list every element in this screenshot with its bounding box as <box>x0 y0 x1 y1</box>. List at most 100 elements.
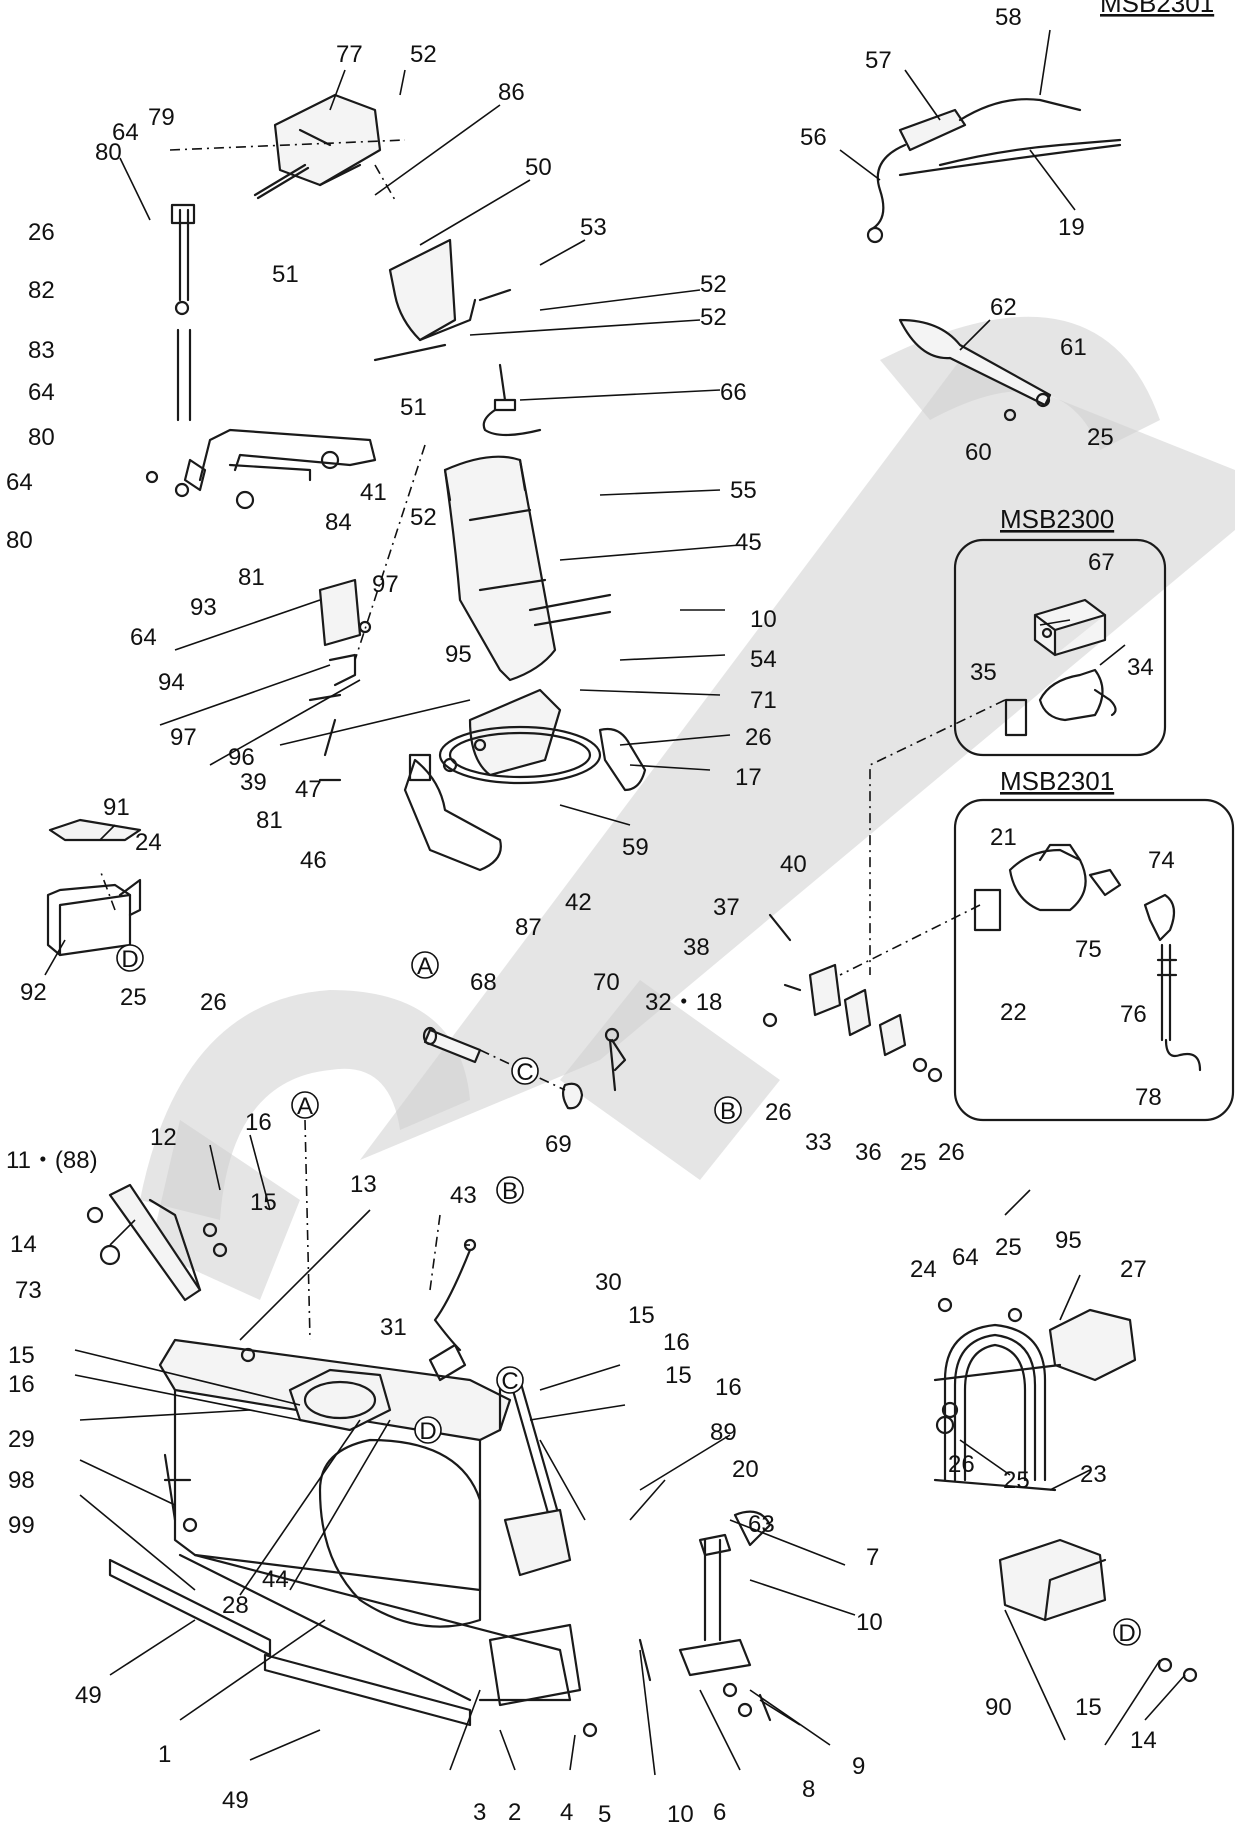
part-label: 92 <box>20 979 47 1006</box>
part-label: 25 <box>1087 424 1114 451</box>
cover-90 <box>998 1538 1198 1683</box>
part-label: 36 <box>855 1139 882 1166</box>
part-label: 49 <box>75 1682 102 1709</box>
part-label: 16 <box>245 1109 272 1136</box>
part-label: 80 <box>28 424 55 451</box>
part-label: 50 <box>525 154 552 181</box>
rod-pin-parts <box>422 1026 627 1110</box>
part-label: 11・(88) <box>6 1147 98 1174</box>
part-label: 94 <box>158 669 185 696</box>
part-label: 91 <box>103 794 130 821</box>
part-label: 10 <box>856 1609 883 1636</box>
part-label: 84 <box>325 509 352 536</box>
part-label: 29 <box>8 1426 35 1453</box>
ref-b-right: B <box>714 1096 742 1125</box>
part-label: 23 <box>1080 1461 1107 1488</box>
part-label: 81 <box>238 564 265 591</box>
part-label: 41 <box>360 479 387 506</box>
connection-lines <box>99 139 1006 1341</box>
svg-text:A: A <box>417 953 433 980</box>
svg-text:D: D <box>121 946 138 973</box>
part-label: 24 <box>910 1256 937 1283</box>
part-label: 16 <box>8 1371 35 1398</box>
part-label: 28 <box>222 1592 249 1619</box>
part-label: 64 <box>6 469 33 496</box>
part-label: 34 <box>1127 654 1154 681</box>
part-label: 15 <box>250 1189 277 1216</box>
part-label: 44 <box>262 1566 289 1593</box>
part-label: 43 <box>450 1182 477 1209</box>
part-label: 59 <box>622 834 649 861</box>
part-label: 15 <box>8 1342 35 1369</box>
part-label: 89 <box>710 1419 737 1446</box>
part-label: 2 <box>508 1799 521 1824</box>
part-label: 37 <box>713 894 740 921</box>
part-label: 56 <box>800 124 827 151</box>
part-label: 26 <box>28 219 55 246</box>
cable-43 <box>433 1238 477 1352</box>
part-label: 38 <box>683 934 710 961</box>
part-label: 26 <box>765 1099 792 1126</box>
ref-c-housing: C <box>496 1366 524 1395</box>
group-title-msb2301: MSB2301 <box>1000 766 1114 796</box>
part-label: 58 <box>995 4 1022 31</box>
part-label: 57 <box>865 47 892 74</box>
part-label: 99 <box>8 1512 35 1539</box>
main-housing <box>158 1338 582 1707</box>
part-label: 26 <box>200 989 227 1016</box>
group-title-msb2300: MSB2300 <box>1000 504 1114 534</box>
part-label: 64 <box>28 379 55 406</box>
skid-plates <box>108 1558 472 1727</box>
deflector-parts <box>373 238 542 437</box>
part-label: 98 <box>8 1467 35 1494</box>
part-label: 5 <box>598 1801 611 1824</box>
part-label: 27 <box>1120 1256 1147 1283</box>
part-label: 12 <box>150 1124 177 1151</box>
part-label: 95 <box>445 641 472 668</box>
part-label: 64 <box>112 119 139 146</box>
part-label: 52 <box>700 304 727 331</box>
ref-a-upper: A <box>411 951 439 980</box>
part-label: 14 <box>10 1231 37 1258</box>
part-label: 25 <box>995 1234 1022 1261</box>
part-label: 64 <box>952 1244 979 1271</box>
part-label: 97 <box>170 724 197 751</box>
part-label: 70 <box>593 969 620 996</box>
ref-b-left: B <box>496 1176 524 1205</box>
part-label: 26 <box>745 724 772 751</box>
part-label: 97 <box>372 571 399 598</box>
ref-d-bracket: D <box>116 944 144 973</box>
svg-text:C: C <box>516 1059 533 1086</box>
part-label: 30 <box>595 1269 622 1296</box>
part-label: 15 <box>628 1302 655 1329</box>
group-msb2300: MSB2300 <box>953 504 1167 757</box>
part-label: 31 <box>380 1314 407 1341</box>
part-label: 69 <box>545 1131 572 1158</box>
part-label: 74 <box>1148 847 1175 874</box>
upper-linkage-parts <box>145 93 382 510</box>
group-msb2301: MSB2301 <box>953 766 1235 1122</box>
part-label: 26 <box>948 1451 975 1478</box>
part-label: 10 <box>750 606 777 633</box>
part-label: 26 <box>938 1139 965 1166</box>
part-label: 32・18 <box>645 989 722 1016</box>
ref-c-rod: C <box>511 1057 539 1086</box>
part-label: 71 <box>750 687 777 714</box>
part-label: 68 <box>470 969 497 996</box>
part-label: 53 <box>580 214 607 241</box>
part-label: 90 <box>985 1694 1012 1721</box>
ref-a-lower: A <box>291 1091 319 1120</box>
part-label: 8 <box>802 1776 815 1803</box>
svg-text:B: B <box>502 1178 518 1205</box>
part-label: 67 <box>1088 549 1115 576</box>
part-label: 39 <box>240 769 267 796</box>
svg-text:B: B <box>720 1098 736 1125</box>
part-label: 87 <box>515 914 542 941</box>
part-label: 63 <box>748 1511 775 1538</box>
part-label: 78 <box>1135 1084 1162 1111</box>
part-label: 82 <box>28 277 55 304</box>
svg-text:C: C <box>501 1368 518 1395</box>
wire-harness <box>866 98 1122 244</box>
part-label: 24 <box>135 829 162 856</box>
part-label: 10 <box>667 1801 694 1824</box>
